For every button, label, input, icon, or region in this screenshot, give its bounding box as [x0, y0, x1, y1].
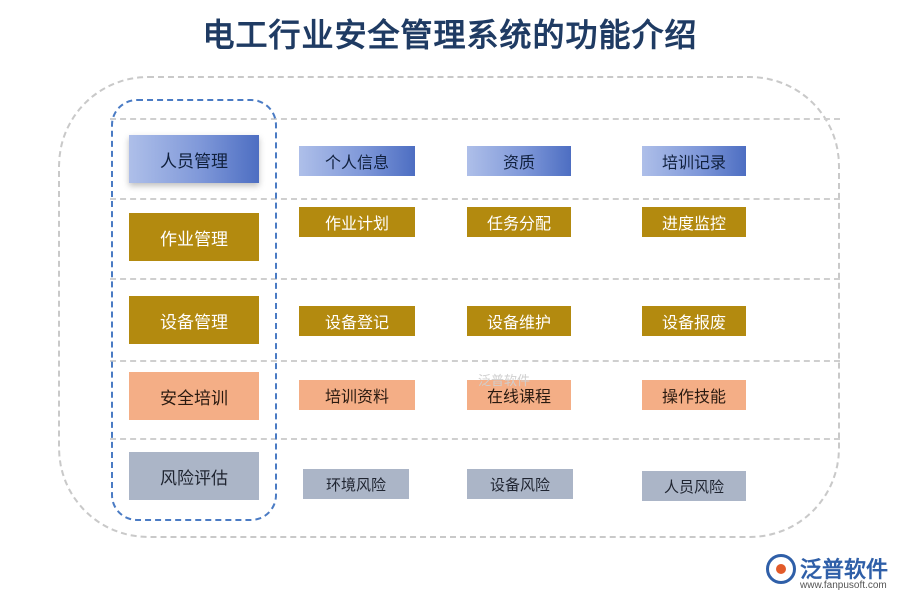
item-equipment-register: 设备登记 — [299, 306, 415, 336]
row-divider — [110, 118, 840, 120]
row-divider — [110, 278, 840, 280]
item-training-record: 培训记录 — [642, 146, 746, 176]
item-progress-monitor: 进度监控 — [642, 207, 746, 237]
item-qualification: 资质 — [467, 146, 571, 176]
item-online-courses: 在线课程 — [467, 380, 571, 410]
row-divider — [110, 360, 840, 362]
item-personal-info: 个人信息 — [299, 146, 415, 176]
logo-icon — [766, 554, 796, 584]
brand-logo: 泛普软件 www.fanpusoft.com — [766, 552, 896, 598]
category-work: 作业管理 — [129, 213, 259, 261]
outer-frame — [58, 76, 840, 538]
category-personnel: 人员管理 — [129, 135, 259, 183]
item-environment-risk: 环境风险 — [303, 469, 409, 499]
row-divider — [110, 198, 840, 200]
item-personnel-risk: 人员风险 — [642, 471, 746, 501]
category-risk-assessment: 风险评估 — [129, 452, 259, 500]
item-operation-skills: 操作技能 — [642, 380, 746, 410]
category-equipment: 设备管理 — [129, 296, 259, 344]
diagram-title: 电工行业安全管理系统的功能介绍 — [202, 16, 698, 54]
category-safety-training: 安全培训 — [129, 372, 259, 420]
watermark: 泛普软件 — [478, 374, 531, 389]
item-work-plan: 作业计划 — [299, 207, 415, 237]
item-training-materials: 培训资料 — [299, 380, 415, 410]
logo-url: www.fanpusoft.com — [800, 580, 887, 591]
logo-name: 泛普软件 — [800, 558, 889, 583]
category-group-frame — [111, 99, 277, 521]
item-equipment-scrap: 设备报废 — [642, 306, 746, 336]
item-equipment-risk: 设备风险 — [467, 469, 573, 499]
item-equipment-maintain: 设备维护 — [467, 306, 571, 336]
item-task-assign: 任务分配 — [467, 207, 571, 237]
row-divider — [110, 438, 840, 440]
